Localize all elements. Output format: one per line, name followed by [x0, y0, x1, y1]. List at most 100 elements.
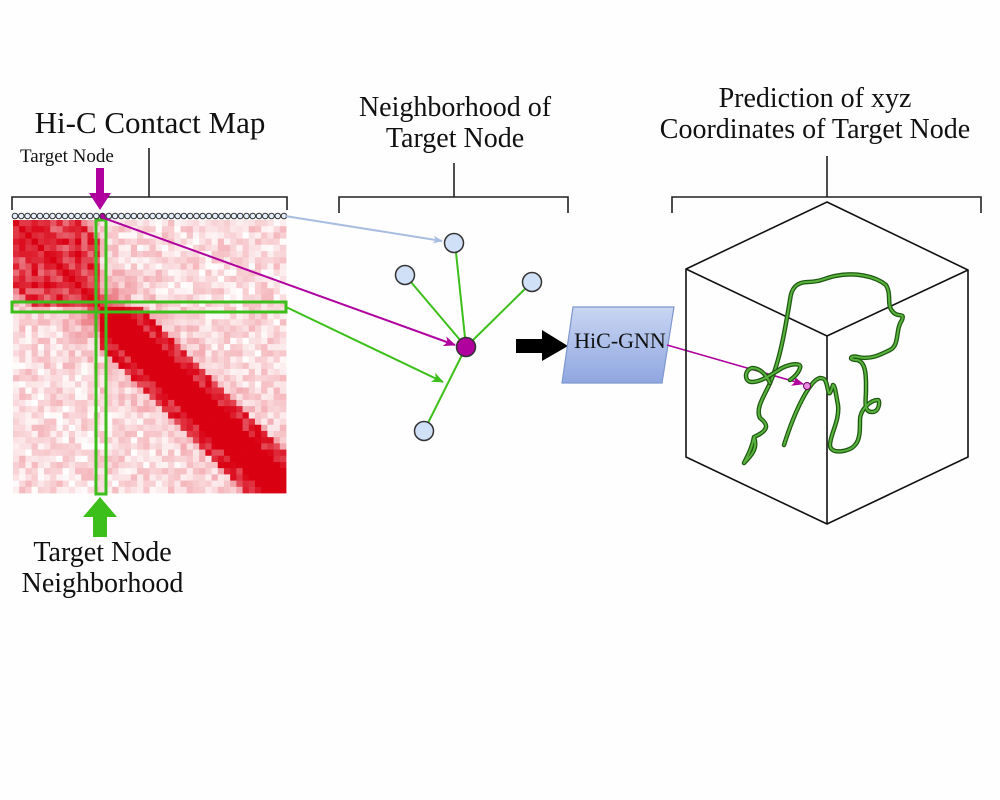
- heatmap-cell: [267, 313, 274, 320]
- heatmap-cell: [56, 375, 64, 382]
- heatmap-cell: [199, 474, 206, 481]
- heatmap-cell: [161, 412, 169, 419]
- heatmap-cell: [155, 486, 163, 494]
- heatmap-cell: [25, 325, 33, 333]
- heatmap-cell: [68, 263, 76, 271]
- heatmap-cell: [267, 362, 274, 370]
- sequence-node: [205, 212, 213, 220]
- heatmap-cell: [161, 306, 169, 314]
- heatmap-cell: [44, 424, 51, 432]
- heatmap-cell: [25, 449, 33, 457]
- heatmap-cell: [44, 418, 51, 426]
- heatmap-cell: [236, 226, 243, 233]
- neighborhood-title-line2: Target Node: [385, 123, 525, 155]
- heatmap-cell: [56, 449, 64, 457]
- heatmap-cell: [186, 381, 194, 388]
- heatmap-cell: [230, 375, 237, 382]
- heatmap-cell: [236, 232, 243, 240]
- heatmap-cell: [254, 331, 262, 339]
- heatmap-cell: [13, 455, 20, 463]
- heatmap-cell: [112, 319, 119, 326]
- heatmap-cell: [205, 368, 212, 376]
- heatmap-cell: [137, 275, 144, 283]
- heatmap-cell: [13, 344, 20, 351]
- heatmap-cell: [254, 393, 262, 401]
- heatmap-cell: [161, 350, 169, 357]
- heatmap-cell: [180, 232, 188, 240]
- heatmap-cell: [267, 306, 274, 314]
- heatmap-cell: [192, 368, 200, 376]
- heatmap-cell: [261, 437, 268, 444]
- target-node-label: Target Node: [20, 146, 114, 167]
- heatmap-cell: [81, 300, 88, 308]
- heatmap-cell: [62, 424, 70, 432]
- heatmap-cell: [112, 226, 119, 233]
- sequence-node: [249, 212, 257, 220]
- heatmap-cell: [199, 319, 206, 326]
- heatmap-cell: [192, 412, 200, 419]
- heatmap-cell: [261, 257, 268, 264]
- heatmap-cell: [261, 331, 268, 339]
- heatmap-cell: [279, 356, 287, 364]
- heatmap-cell: [118, 306, 126, 314]
- heatmap-cell: [168, 437, 175, 444]
- heatmap-cell: [205, 443, 212, 450]
- heatmap-cell: [261, 263, 268, 271]
- heatmap-cell: [205, 461, 212, 469]
- heatmap-cell: [242, 344, 250, 351]
- heatmap-cell: [155, 238, 163, 246]
- heatmap-cell: [205, 275, 212, 283]
- heatmap-cell: [68, 232, 76, 240]
- heatmap-cell: [254, 430, 262, 438]
- heatmap-cell: [81, 269, 88, 277]
- heatmap-cell: [261, 443, 268, 450]
- heatmap-cell: [236, 418, 243, 426]
- heatmap-cell: [279, 424, 287, 432]
- heatmap-cell: [99, 393, 107, 401]
- heatmap-cell: [168, 300, 175, 308]
- heatmap-cell: [273, 486, 281, 494]
- heatmap-cell: [13, 362, 20, 370]
- heatmap-cell: [186, 300, 194, 308]
- heatmap-cell: [199, 306, 206, 314]
- heatmap-cell: [19, 449, 26, 457]
- heatmap-cell: [62, 306, 70, 314]
- sequence-node: [74, 212, 81, 220]
- heatmap-cell: [217, 368, 225, 376]
- heatmap-cell: [261, 282, 268, 289]
- heatmap-cell: [267, 300, 274, 308]
- heatmap-cell: [99, 399, 107, 407]
- heatmap-cell: [199, 356, 206, 364]
- heatmap-cell: [99, 220, 107, 227]
- heatmap-cell: [25, 319, 33, 326]
- heatmap-cell: [279, 399, 287, 407]
- heatmap-cell: [192, 399, 200, 407]
- heatmap-cell: [81, 393, 88, 401]
- heatmap-cell: [130, 306, 138, 314]
- heatmap-cell: [242, 461, 250, 469]
- heatmap-cell: [199, 238, 206, 246]
- heatmap-cell: [186, 406, 194, 413]
- heatmap-cell: [112, 313, 119, 320]
- heatmap-cell: [155, 300, 163, 308]
- heatmap-cell: [174, 257, 181, 264]
- heatmap-cell: [279, 251, 287, 258]
- heatmap-cell: [118, 406, 126, 413]
- heatmap-cell: [180, 449, 188, 457]
- heatmap-cell: [248, 486, 256, 494]
- heatmap-cell: [68, 251, 76, 258]
- heatmap-cell: [75, 406, 82, 413]
- heatmap-cell: [155, 244, 163, 252]
- heatmap-cell: [149, 474, 157, 481]
- heatmap-cell: [44, 337, 51, 345]
- heatmap-cell: [25, 294, 33, 302]
- heatmap-cell: [106, 300, 113, 308]
- heatmap-cell: [242, 350, 250, 357]
- heatmap-cell: [87, 375, 95, 382]
- heatmap-cell: [242, 430, 250, 438]
- heatmap-cell: [68, 424, 76, 432]
- heatmap-cell: [186, 424, 194, 432]
- heatmap-cell: [211, 443, 219, 450]
- heatmap-cell: [217, 275, 225, 283]
- heatmap-cell: [230, 474, 237, 481]
